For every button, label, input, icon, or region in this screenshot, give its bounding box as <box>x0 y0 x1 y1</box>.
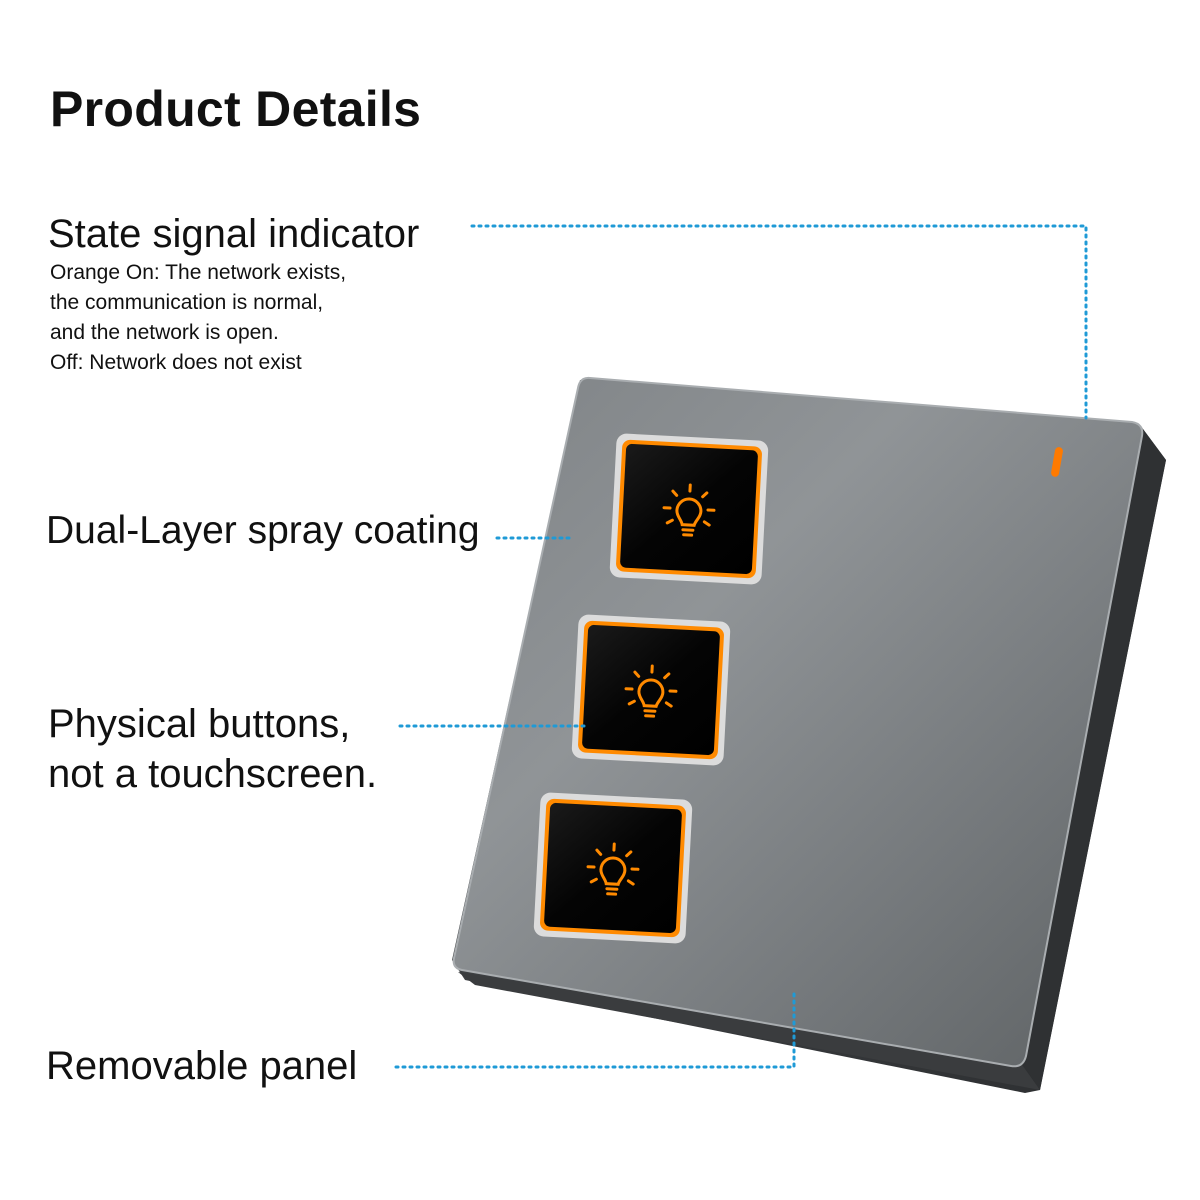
indicator-leader-line <box>470 224 1088 420</box>
switch-panel-body <box>452 376 1166 1093</box>
light-button-2[interactable] <box>571 614 731 766</box>
indicator-desc-line: the communication is normal, <box>50 291 324 314</box>
buttons-callout-label-line1: Physical buttons, <box>48 702 351 746</box>
panel-leader-line <box>394 990 796 1069</box>
switch-panel-face <box>452 376 1144 1068</box>
indicator-description: Orange On: The network exists, the commu… <box>50 258 346 378</box>
panel-callout-label: Removable panel <box>46 1044 358 1088</box>
buttons-callout-label-line2: not a touchscreen. <box>48 752 378 796</box>
indicator-desc-line: Orange On: The network exists, <box>50 261 347 284</box>
light-button-1[interactable] <box>609 433 769 585</box>
coating-callout-label: Dual-Layer spray coating <box>46 509 480 552</box>
page-title: Product Details <box>50 81 422 137</box>
indicator-callout-label: State signal indicator <box>48 212 420 256</box>
light-button-3[interactable] <box>533 792 693 944</box>
indicator-desc-line: and the network is open. <box>50 321 279 344</box>
state-indicator-light <box>1051 447 1063 477</box>
indicator-desc-line: Off: Network does not exist <box>50 351 302 374</box>
